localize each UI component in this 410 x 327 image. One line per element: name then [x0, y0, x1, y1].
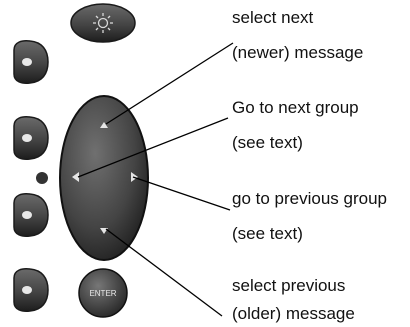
leader-prev-group [132, 176, 231, 211]
leader-select-next [105, 42, 234, 125]
softkey-1[interactable] [13, 40, 49, 84]
leader-next-group [77, 117, 229, 178]
callout-next-group-line2: (see text) [232, 133, 303, 152]
enter-button[interactable]: ENTER [78, 268, 128, 318]
enter-label: ENTER [89, 289, 116, 298]
softkey-3[interactable] [13, 193, 49, 237]
callout-next-group-line1: Go to next group [232, 98, 359, 117]
dot-icon [22, 134, 32, 142]
dot-icon [22, 211, 32, 219]
callout-prev-group-line1: go to previous group [232, 189, 387, 208]
dot-icon [22, 286, 32, 294]
arrow-up-icon[interactable] [100, 122, 108, 128]
softkey-4[interactable] [13, 268, 49, 312]
softkey-2[interactable] [13, 116, 49, 160]
callout-select-next-line1: select next [232, 8, 314, 27]
light-button[interactable] [70, 3, 136, 43]
leader-select-prev [105, 228, 223, 317]
callout-select-prev-line2: (older) message [232, 304, 355, 323]
arrow-left-icon[interactable] [72, 172, 79, 182]
indicator-dot [36, 172, 48, 184]
leader-lines [77, 42, 234, 317]
callout-select-next-line2: (newer) message [232, 43, 364, 62]
callout-prev-group-line2: (see text) [232, 224, 303, 243]
navigation-pad[interactable] [59, 95, 149, 261]
callout-select-prev-line1: select previous [232, 276, 346, 295]
sun-icon [93, 13, 113, 33]
dot-icon [22, 58, 32, 66]
